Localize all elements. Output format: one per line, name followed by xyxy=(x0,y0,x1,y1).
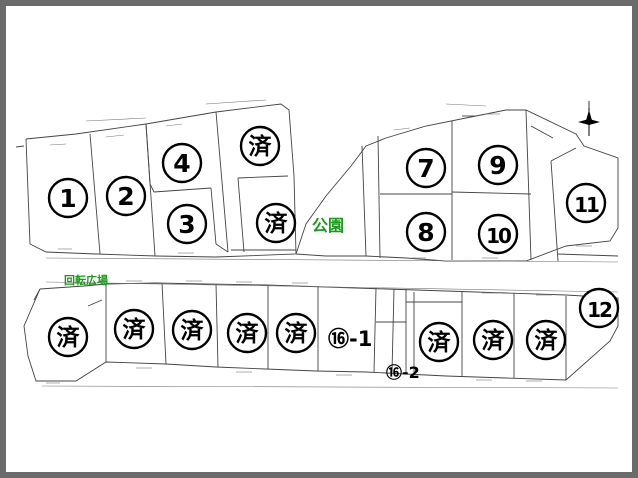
lot-circle xyxy=(565,182,607,224)
lot-label: 1 xyxy=(59,184,76,213)
lot-label: 済 xyxy=(236,320,260,347)
lot-label: 7 xyxy=(417,154,434,183)
sold-lot-marker[interactable]: 済 xyxy=(525,319,567,361)
lot-label: 12 xyxy=(587,298,612,322)
lot-label: 済 xyxy=(482,327,506,354)
lot-10-marker[interactable]: 10 xyxy=(477,213,519,255)
lot-circle xyxy=(477,213,519,255)
lot-label: 済 xyxy=(123,316,147,343)
lot-label: 2 xyxy=(117,182,134,211)
lot-circle xyxy=(171,309,213,351)
sold-lot-marker[interactable]: 済 xyxy=(171,309,213,351)
lot-circle xyxy=(472,319,514,361)
lot-label: 11 xyxy=(574,193,599,217)
sold-lot-marker[interactable]: 済 xyxy=(239,125,281,167)
lot-1-marker[interactable]: 1 xyxy=(47,177,89,219)
lot-16-2-label[interactable]: ⑯-2 xyxy=(386,363,420,382)
lot-circle xyxy=(418,321,460,363)
sold-lot-marker[interactable]: 済 xyxy=(255,202,297,244)
lot-11-marker[interactable]: 11 xyxy=(565,182,607,224)
lot-label: 済 xyxy=(265,210,289,237)
survey-dimension-marks xyxy=(46,113,592,384)
lot-circle xyxy=(161,142,203,184)
lot-label: 8 xyxy=(417,218,434,247)
lot-circle xyxy=(166,203,208,245)
lot-circle xyxy=(477,144,519,186)
sold-lot-marker[interactable]: 済 xyxy=(472,319,514,361)
lot-label: 済 xyxy=(535,327,559,354)
subdivided-lot-labels: ⑯-1 ⑯-2 xyxy=(328,327,420,382)
lot-circle xyxy=(405,147,447,189)
lot-circle xyxy=(578,287,620,329)
lot-label: 済 xyxy=(285,320,309,347)
lot-circle xyxy=(226,312,268,354)
lot-circle xyxy=(275,312,317,354)
north-arrow-icon xyxy=(578,101,600,136)
lot-9-marker[interactable]: 9 xyxy=(477,144,519,186)
lot-circle xyxy=(105,175,147,217)
lot-4-marker[interactable]: 4 xyxy=(161,142,203,184)
lot-16-1-label[interactable]: ⑯-1 xyxy=(328,327,372,351)
lot-label: 済 xyxy=(249,133,273,160)
lot-circle xyxy=(255,202,297,244)
sold-lot-marker[interactable]: 済 xyxy=(47,316,89,358)
lot-label: 3 xyxy=(178,210,195,239)
lot-2-marker[interactable]: 2 xyxy=(105,175,147,217)
lot-circle xyxy=(239,125,281,167)
upper-block-outline xyxy=(15,103,297,258)
sold-lot-marker[interactable]: 済 xyxy=(113,308,155,350)
park-label: 公園 xyxy=(312,216,344,235)
lot-label: 9 xyxy=(489,151,506,180)
lot-label: 済 xyxy=(428,329,452,356)
lot-circle xyxy=(113,308,155,350)
lot-3-marker[interactable]: 3 xyxy=(166,203,208,245)
lot-label: 済 xyxy=(57,324,81,351)
sold-lot-marker[interactable]: 済 xyxy=(226,312,268,354)
lower-block-outline xyxy=(23,282,619,382)
lot-label: 10 xyxy=(486,224,511,248)
sold-lot-marker[interactable]: 済 xyxy=(418,321,460,363)
sold-lot-marker[interactable]: 済 xyxy=(275,312,317,354)
lot-12-marker[interactable]: 12 xyxy=(578,287,620,329)
lot-8-marker[interactable]: 8 xyxy=(405,211,447,253)
lot-circle xyxy=(405,211,447,253)
right-upper-block-outline xyxy=(295,109,619,262)
lot-label: 4 xyxy=(173,149,190,178)
lot-circle xyxy=(525,319,567,361)
lot-7-marker[interactable]: 7 xyxy=(405,147,447,189)
turnaround-area-label: 回転広場 xyxy=(64,273,108,287)
lot-circle xyxy=(47,177,89,219)
road-lines xyxy=(41,99,619,389)
lot-circle xyxy=(47,316,89,358)
lot-label: 済 xyxy=(181,317,205,344)
